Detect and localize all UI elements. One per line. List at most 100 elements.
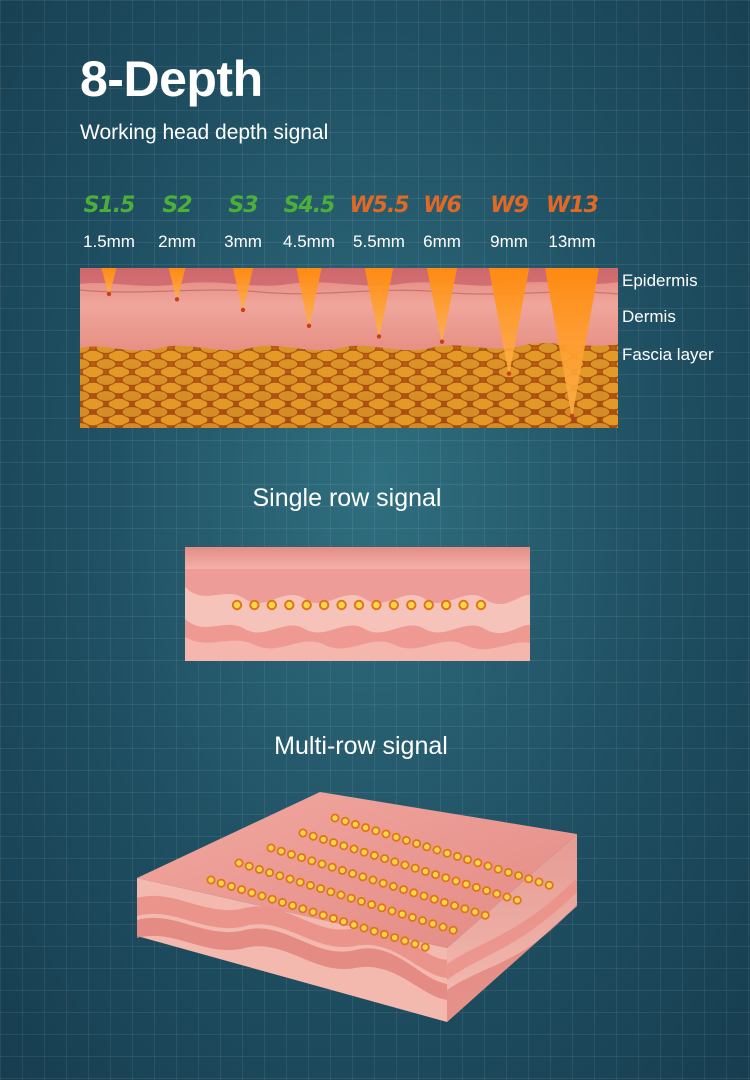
depth-beam-2 xyxy=(168,268,186,302)
page-title: 8-Depth xyxy=(80,51,263,107)
head-depth-8: 13mm xyxy=(548,232,596,251)
signal-dot xyxy=(226,881,236,891)
signal-dot xyxy=(407,912,417,922)
signal-dot xyxy=(503,867,513,877)
signal-dot xyxy=(420,942,430,952)
signal-dot xyxy=(349,920,359,930)
signal-dot xyxy=(359,923,369,933)
signal-dot xyxy=(412,839,422,849)
signal-dot xyxy=(257,891,267,901)
signal-dot xyxy=(369,926,379,936)
signal-dot xyxy=(428,919,438,929)
signal-dot xyxy=(406,599,417,611)
signal-dot xyxy=(308,907,318,917)
signal-dot xyxy=(297,853,307,863)
signal-dot xyxy=(514,871,524,881)
signal-dot xyxy=(420,866,430,876)
signal-dot xyxy=(266,599,278,611)
signal-dot xyxy=(440,599,452,611)
signal-dot xyxy=(452,851,462,861)
signal-dot xyxy=(349,844,359,854)
depth-beam-tip-1 xyxy=(106,291,112,297)
signal-dot xyxy=(337,865,347,875)
signal-dot xyxy=(480,910,490,920)
signal-dot xyxy=(326,887,336,897)
signal-dot xyxy=(318,834,328,844)
signal-dot xyxy=(524,874,534,884)
signal-dot xyxy=(234,858,244,868)
signal-dot xyxy=(463,855,473,865)
signal-dot xyxy=(422,842,432,852)
layer-label-dermis: Dermis xyxy=(622,307,676,326)
depth-beam-tip-4 xyxy=(306,323,312,329)
depth-beam-tip-5 xyxy=(376,334,382,339)
signal-dot xyxy=(356,896,366,906)
signal-dot xyxy=(358,872,368,882)
signal-dot xyxy=(305,880,315,890)
signal-dot xyxy=(482,886,492,896)
signal-dot xyxy=(544,880,554,890)
signal-dot xyxy=(348,869,358,879)
signal-dot xyxy=(298,904,308,914)
head-code-3: S3 xyxy=(228,193,258,218)
signal-dot xyxy=(534,877,544,887)
signal-dot xyxy=(367,900,377,910)
signal-dot xyxy=(368,875,378,885)
signal-dot xyxy=(387,906,397,916)
depth-beam-tip-8 xyxy=(569,413,575,419)
signal-dot xyxy=(328,913,338,923)
signal-dot xyxy=(458,599,469,611)
head-code-8: W13 xyxy=(546,193,599,218)
signal-dot xyxy=(460,904,470,914)
head-depth-2: 2mm xyxy=(158,232,196,251)
signal-dot xyxy=(438,922,448,932)
page-subtitle: Working head depth signal xyxy=(80,121,329,144)
signal-dot xyxy=(502,892,512,902)
signal-dot xyxy=(419,891,429,901)
head-depth-4: 4.5mm xyxy=(283,232,335,251)
signal-dot xyxy=(400,936,410,946)
signal-dot xyxy=(336,890,346,900)
signal-dot xyxy=(473,858,483,868)
depth-beam-5 xyxy=(364,268,394,339)
signal-dot xyxy=(336,599,347,611)
signal-dot xyxy=(400,860,410,870)
depth-beam-1 xyxy=(101,268,117,296)
signal-dot xyxy=(410,939,420,949)
head-depth-6: 6mm xyxy=(423,232,461,251)
signal-dot xyxy=(461,879,471,889)
signal-dot xyxy=(409,888,419,898)
head-code-1: S1.5 xyxy=(83,193,136,218)
signal-dot xyxy=(390,933,400,943)
head-depth-3: 3mm xyxy=(224,232,262,251)
signal-dot xyxy=(401,835,411,845)
signal-dot xyxy=(249,599,260,611)
signal-dot xyxy=(340,816,350,826)
head-code-5: W5.5 xyxy=(349,193,409,218)
signal-dot xyxy=(441,873,451,883)
head-code-4: S4.5 xyxy=(283,193,336,218)
signal-dot xyxy=(353,599,365,611)
head-depth-5: 5.5mm xyxy=(353,232,405,251)
signal-dot xyxy=(381,829,391,839)
depth-beam-6 xyxy=(426,268,458,344)
signal-dot xyxy=(346,893,356,903)
signal-dot xyxy=(286,849,296,859)
signal-dot xyxy=(361,823,371,833)
signal-dot xyxy=(391,832,401,842)
signal-dot xyxy=(451,876,461,886)
depth-beam-4 xyxy=(296,268,322,328)
depth-beam-tip-7 xyxy=(506,371,512,376)
signal-dot xyxy=(371,599,382,611)
head-depth-7: 9mm xyxy=(490,232,528,251)
signal-dot xyxy=(388,881,398,891)
signal-dot xyxy=(512,895,522,905)
signal-dot xyxy=(339,917,349,927)
signal-dot xyxy=(432,845,442,855)
signal-dot xyxy=(359,847,369,857)
signal-dot xyxy=(418,916,428,926)
signal-dot xyxy=(399,885,409,895)
depth-beam-7 xyxy=(488,268,530,376)
signal-dot xyxy=(231,599,243,611)
signal-dot xyxy=(266,843,276,853)
